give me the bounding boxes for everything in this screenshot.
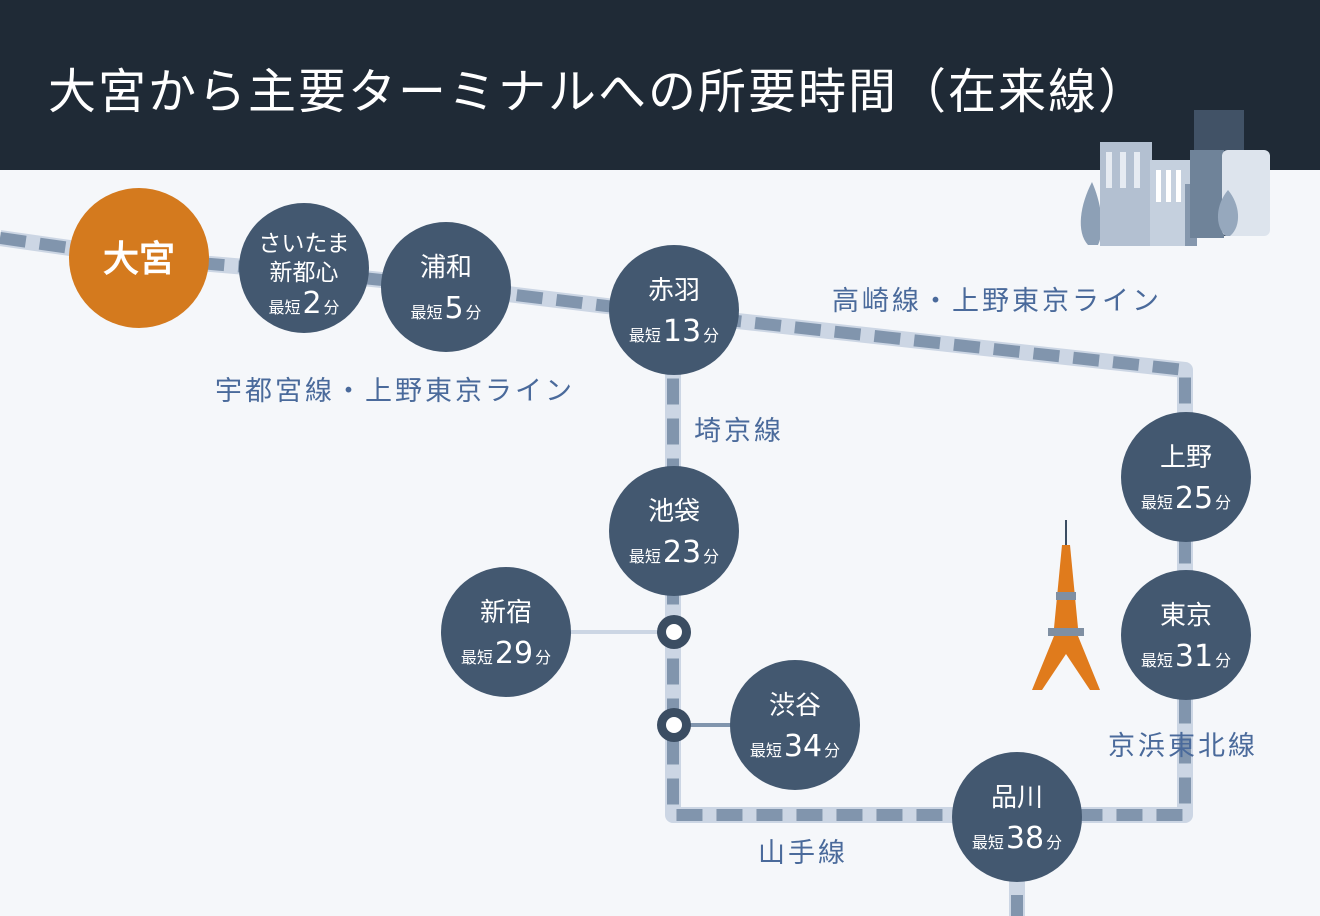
line-label-utsunomiya: 宇都宮線・上野東京ライン [215, 376, 575, 407]
line-label-saikyo: 埼京線 [694, 416, 784, 447]
station-name: 新都心 [270, 260, 339, 286]
station-name: 池袋 [648, 497, 700, 527]
station-name: さいたま [258, 231, 349, 257]
line-label-yamanote: 山手線 [758, 838, 848, 869]
station-name: 品川 [991, 783, 1043, 813]
station-name: 渋谷 [769, 691, 821, 721]
header-bar: 大宮から主要ターミナルへの所要時間（在来線） [0, 0, 1320, 170]
transfer-node-icon [657, 615, 691, 649]
origin-station[interactable]: 大宮 [69, 188, 209, 328]
station-name: 赤羽 [648, 276, 700, 306]
station-name: 東京 [1160, 601, 1212, 631]
transfer-node-icon [657, 708, 691, 742]
origin-name: 大宮 [103, 239, 175, 280]
station-name: 新宿 [480, 598, 532, 628]
tokyo-tower-icon [1032, 520, 1100, 690]
line-label-takasaki: 高崎線・上野東京ライン [832, 286, 1162, 317]
building-skyline-icon [1080, 110, 1270, 246]
station-name: 上野 [1160, 443, 1212, 473]
line-label-keihin: 京浜東北線 [1108, 731, 1258, 762]
page-title: 大宮から主要ターミナルへの所要時間（在来線） [48, 64, 1149, 120]
station-name: 浦和 [420, 253, 472, 283]
